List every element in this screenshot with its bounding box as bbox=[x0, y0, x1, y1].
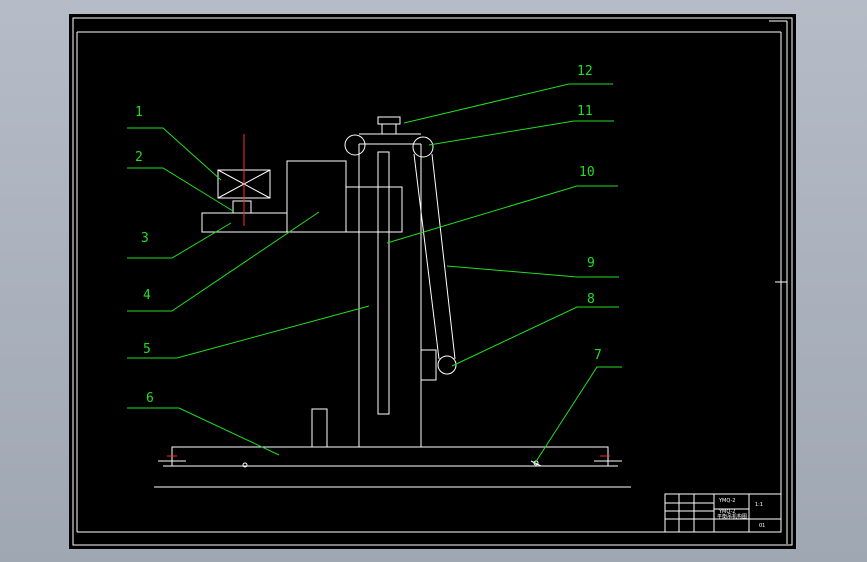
top-cap bbox=[359, 116, 421, 145]
balloon-10: 10 bbox=[579, 165, 595, 180]
carriage bbox=[201, 160, 403, 233]
drawing-viewport[interactable]: 1 2 3 4 5 6 7 8 9 10 11 12 YMQ-2 YMQ-2 平… bbox=[69, 14, 796, 549]
pulley-bottom bbox=[437, 355, 457, 375]
title-block-line1: YMQ-2 bbox=[718, 509, 735, 515]
rope bbox=[413, 153, 456, 360]
balloon-3: 3 bbox=[141, 231, 149, 246]
title-block-scale: 1:1 bbox=[755, 502, 763, 508]
lower-bracket bbox=[420, 349, 437, 381]
balloon-12: 12 bbox=[577, 64, 593, 79]
drawing-canvas: 1 2 3 4 5 6 7 8 9 10 11 12 YMQ-2 YMQ-2 平… bbox=[72, 17, 793, 546]
balloon-5: 5 bbox=[143, 342, 151, 357]
balloon-6: 6 bbox=[146, 391, 154, 406]
title-block-sheet: 01 bbox=[759, 523, 765, 529]
base-plate bbox=[154, 446, 631, 488]
balloon-1: 1 bbox=[135, 105, 143, 120]
title-block-line2: 平衡吊机构图 bbox=[717, 513, 747, 520]
balloon-labels: 1 2 3 4 5 6 7 8 9 10 11 12 bbox=[135, 64, 602, 406]
balloon-11: 11 bbox=[577, 104, 593, 119]
pulley-left bbox=[344, 134, 366, 156]
column bbox=[358, 144, 422, 447]
balloon-4: 4 bbox=[143, 288, 151, 303]
balloon-8: 8 bbox=[587, 292, 595, 307]
title-block: YMQ-2 YMQ-2 平衡吊机构图 1:1 01 bbox=[664, 493, 782, 533]
balloon-9: 9 bbox=[587, 256, 595, 271]
pulley-right bbox=[412, 136, 434, 158]
stop-block bbox=[311, 408, 328, 448]
motor bbox=[217, 134, 271, 226]
sheet-border bbox=[72, 17, 793, 546]
title-block-drawing-no: YMQ-2 bbox=[718, 498, 735, 504]
leader-lines bbox=[127, 83, 622, 464]
balloon-7: 7 bbox=[594, 348, 602, 363]
balloon-2: 2 bbox=[135, 150, 143, 165]
